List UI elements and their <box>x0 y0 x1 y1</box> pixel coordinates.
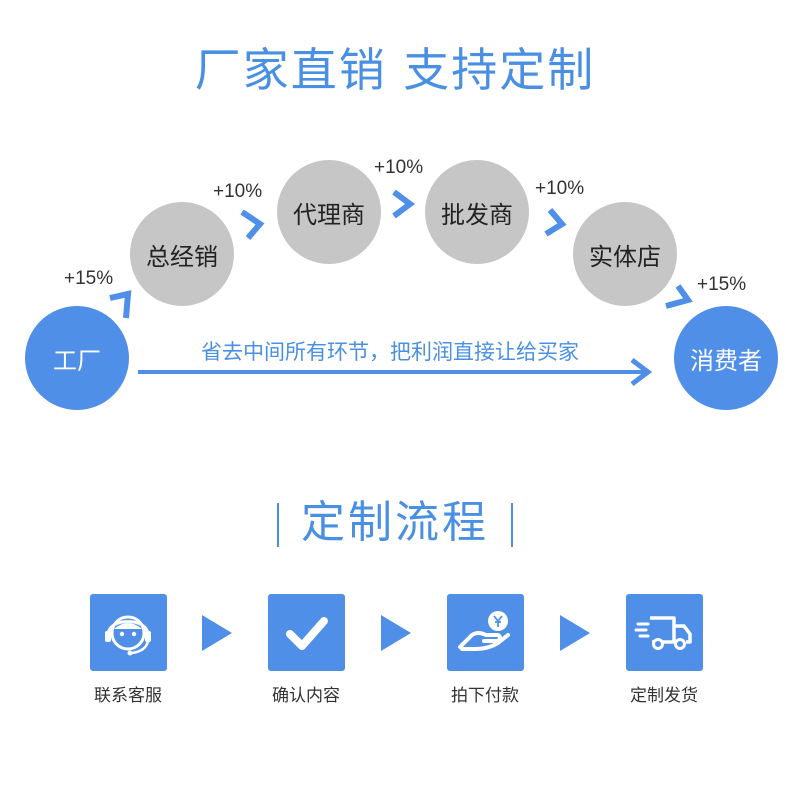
triangle-right-icon <box>381 615 411 651</box>
step-icon-box <box>625 594 703 671</box>
node-general-distributor: 总经销 <box>130 202 234 306</box>
step-icon-box <box>267 594 345 671</box>
chevron-right-icon <box>544 208 567 237</box>
node-factory: 工厂 <box>25 306 129 410</box>
chevron-right-icon <box>240 209 265 240</box>
payment-hand-icon <box>458 610 510 651</box>
process-title-text: 定制流程 <box>301 497 489 548</box>
step-icon-box <box>446 594 524 671</box>
markup-agent-to-wholesaler: +10% <box>374 157 424 178</box>
customer-service-icon <box>105 615 151 655</box>
markup-store-to-consumer: +15% <box>697 274 747 295</box>
node-agent: 代理商 <box>277 160 381 264</box>
title-bar-left <box>277 503 279 547</box>
step-pay: 拍下付款 <box>425 594 545 706</box>
markup-wholesaler-to-store: +10% <box>535 178 585 199</box>
node-consumer: 消费者 <box>674 306 778 410</box>
step-label: 拍下付款 <box>451 686 519 706</box>
markup-general-to-agent: +10% <box>213 181 263 202</box>
step-icon-box <box>89 594 167 671</box>
bypass-text: 省去中间所有环节，把利润直接让给买家 <box>201 340 579 364</box>
step-label: 联系客服 <box>94 686 162 706</box>
chevron-right-icon <box>665 284 693 309</box>
chevron-right-icon <box>392 189 415 219</box>
delivery-truck-icon <box>634 615 692 650</box>
step-label: 确认内容 <box>272 686 340 706</box>
step-contact-service: 联系客服 <box>68 594 188 706</box>
triangle-right-icon <box>202 615 232 651</box>
step-label: 定制发货 <box>630 686 698 706</box>
markup-factory-to-general: +15% <box>64 268 114 289</box>
main-title: 厂家直销 支持定制 <box>194 43 596 97</box>
step-confirm-content: 确认内容 <box>246 594 366 706</box>
chevron-right-icon <box>109 290 132 319</box>
checkmark-icon <box>286 616 328 650</box>
long-arrow-icon <box>138 358 653 386</box>
process-title: 定制流程 <box>0 494 790 552</box>
step-ship: 定制发货 <box>604 594 724 706</box>
node-wholesaler: 批发商 <box>425 160 529 264</box>
title-bar-right <box>511 503 513 547</box>
node-retail-store: 实体店 <box>573 202 677 306</box>
triangle-right-icon <box>560 615 590 651</box>
